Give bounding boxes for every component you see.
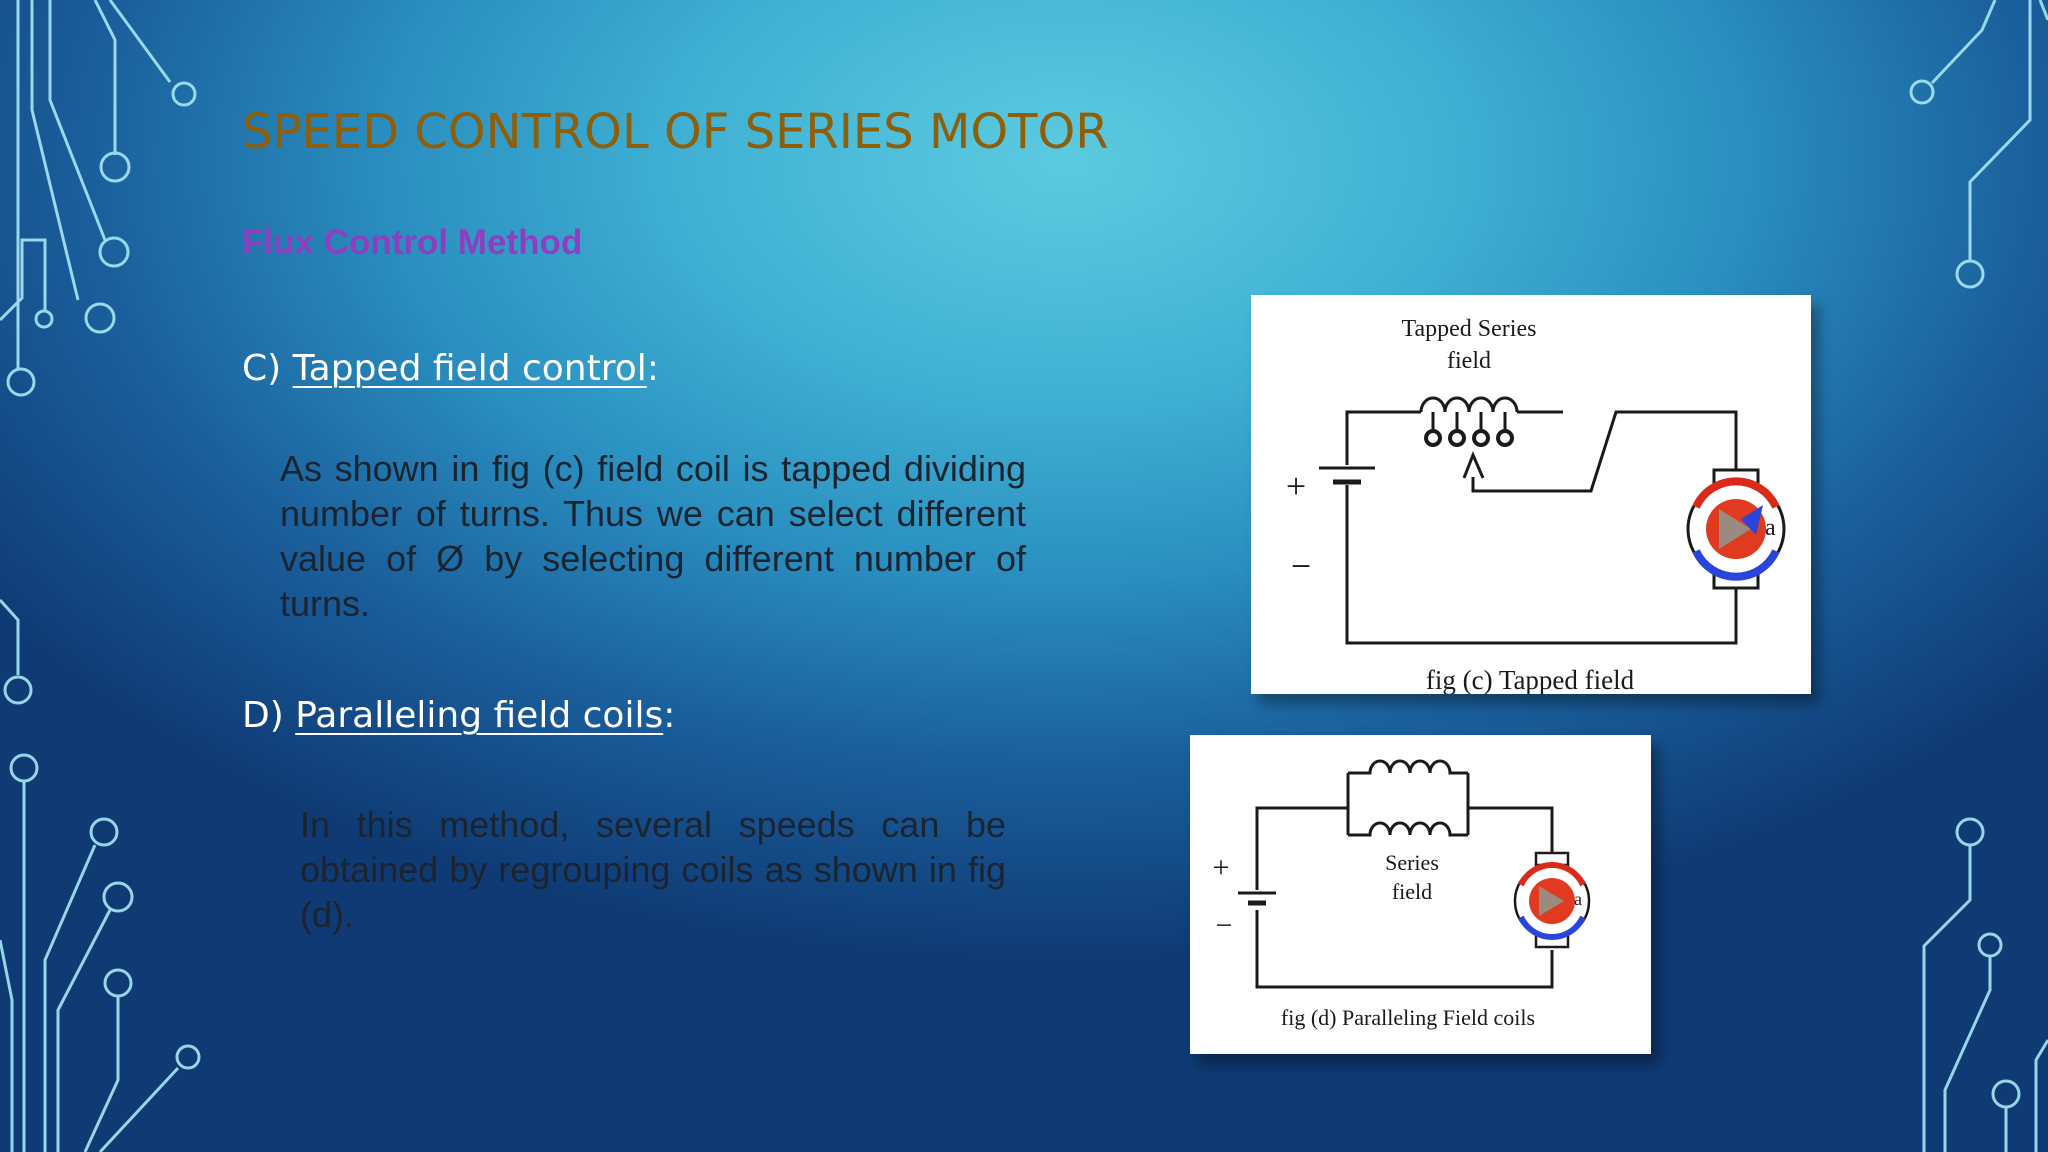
figure-c-plus: + — [1286, 466, 1306, 506]
section-c-heading: C) Tapped field control: — [242, 348, 659, 389]
figure-d-plus: + — [1213, 851, 1230, 884]
figure-c-circuit: Tapped Series field + − — [1286, 316, 1786, 694]
section-d-prefix: D) — [242, 695, 296, 736]
slide-subtitle: Flux Control Method — [242, 223, 583, 262]
figure-c-caption: fig (c) Tapped field — [1426, 665, 1635, 694]
figure-d-motor-icon: a — [1513, 851, 1591, 949]
section-c-suffix: : — [646, 348, 659, 389]
section-c-body: As shown in fig (c) field coil is tapped… — [280, 448, 1026, 624]
section-d-suffix: : — [663, 695, 676, 736]
section-c-title: Tapped field control — [292, 348, 647, 389]
figure-d-paralleling-coils: Series field + − a fig (d) Paralleling F… — [1190, 735, 1651, 1054]
section-d-title: Paralleling field coils — [295, 695, 664, 736]
figure-d-label-line1: Series — [1385, 850, 1439, 875]
figure-d-label-line2: field — [1392, 879, 1432, 904]
figure-c-motor-label: a — [1765, 515, 1776, 541]
figure-d-motor-label: a — [1574, 889, 1582, 909]
figure-c-motor-icon: a — [1686, 468, 1786, 590]
figure-d-minus: − — [1216, 909, 1233, 942]
figure-c-label-line1: Tapped Series — [1402, 316, 1537, 342]
slide-title: SPEED CONTROL OF SERIES MOTOR — [242, 104, 1109, 160]
figure-d-circuit: Series field + − a fig (d) Paralleling F… — [1213, 759, 1591, 1030]
section-c-prefix: C) — [242, 348, 293, 389]
figure-d-caption: fig (d) Paralleling Field coils — [1281, 1005, 1535, 1030]
figure-c-minus: − — [1291, 546, 1311, 586]
section-d-heading: D) Paralleling field coils: — [242, 695, 675, 736]
figure-c-tapped-field: Tapped Series field + − — [1251, 295, 1811, 694]
section-d-body: In this method, several speeds can be ob… — [300, 804, 1006, 935]
figure-c-label-line2: field — [1447, 348, 1491, 374]
